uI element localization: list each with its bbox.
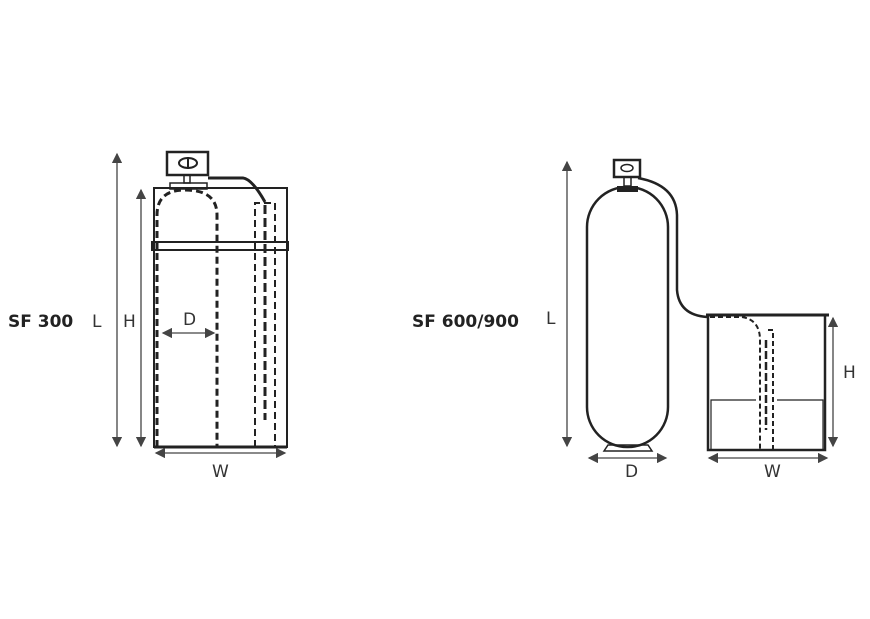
- sf600-diameter-label: D: [625, 462, 638, 482]
- sf600-width-label: W: [764, 462, 781, 482]
- sf600-resin-tank: [585, 185, 670, 449]
- sf600-height-label: H: [843, 363, 856, 383]
- sf600-brine-tank: [706, 315, 827, 452]
- sf300-length-label: L: [92, 312, 102, 332]
- sf600-tank-base: [602, 444, 654, 452]
- sf300-title: SF 300: [8, 312, 73, 332]
- sf600-brine-well: [710, 316, 774, 450]
- sf300-height-label: H: [123, 312, 136, 332]
- sf300-brine-tube: [208, 176, 267, 203]
- sf300-cabinet: [153, 187, 288, 448]
- sf600-control-valve: [612, 158, 642, 179]
- sf300-resin-tank: [155, 188, 219, 447]
- sf300-band: [151, 241, 289, 251]
- sf600-900-title: SF 600/900: [412, 312, 519, 332]
- sf300-width-label: W: [212, 462, 229, 482]
- sf600-length-label: L: [546, 309, 556, 329]
- sf600-900-drawing: SF 600/900 L H D W: [412, 158, 856, 482]
- sf300-control-valve: [165, 150, 210, 177]
- sf600-brine-tube: [637, 176, 708, 319]
- sf300-drawing: SF 300 L H D W: [8, 150, 289, 482]
- sf300-diameter-label: D: [183, 310, 196, 330]
- sf300-brine-well: [254, 202, 276, 447]
- sf600-salt-level: [710, 399, 824, 450]
